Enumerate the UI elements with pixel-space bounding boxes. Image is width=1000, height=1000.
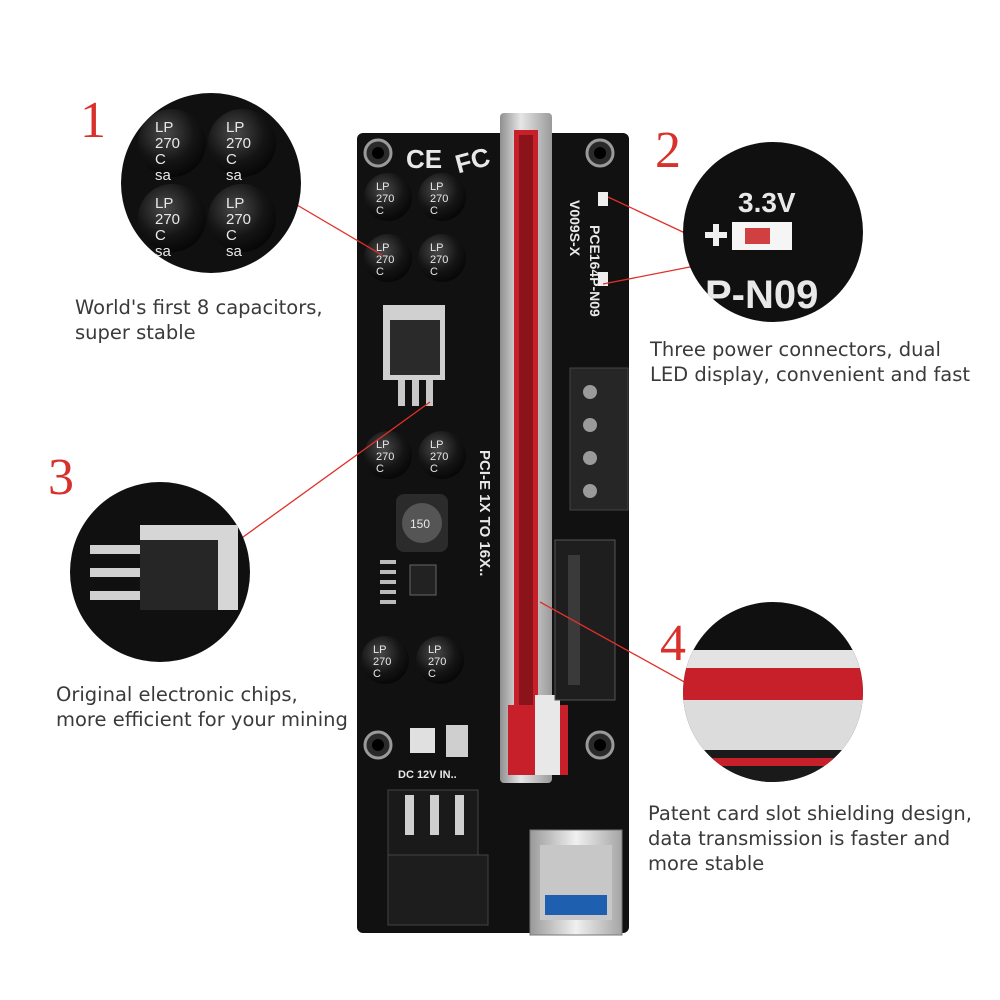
caption-power-led: Three power connectors, dual LED display… bbox=[650, 338, 971, 386]
svg-text:C: C bbox=[376, 205, 384, 217]
svg-text:LP: LP bbox=[430, 439, 443, 451]
caption-chips: Original electronic chips, more efficien… bbox=[56, 683, 348, 731]
svg-text:270: 270 bbox=[430, 254, 448, 266]
svg-text:LP: LP bbox=[376, 242, 389, 254]
svg-text:LP: LP bbox=[155, 195, 173, 212]
svg-text:270: 270 bbox=[430, 451, 448, 463]
svg-text:sa: sa bbox=[226, 167, 243, 184]
board-version: V009S-X bbox=[567, 200, 583, 257]
sata-connector bbox=[554, 539, 616, 701]
svg-text:C: C bbox=[430, 463, 438, 475]
svg-text:sa: sa bbox=[226, 243, 243, 260]
pcie-16x-slot bbox=[500, 113, 568, 783]
svg-text:270: 270 bbox=[155, 135, 180, 152]
svg-text:C: C bbox=[430, 266, 438, 278]
svg-text:270: 270 bbox=[428, 656, 446, 668]
svg-text:LP: LP bbox=[376, 439, 389, 451]
svg-text:LP: LP bbox=[428, 644, 441, 656]
svg-text:270: 270 bbox=[226, 211, 251, 228]
voltage-regulator-chip bbox=[383, 305, 445, 406]
svg-text:LP: LP bbox=[430, 181, 443, 193]
svg-text:270: 270 bbox=[226, 135, 251, 152]
caption-capacitors: World's first 8 capacitors, super stable bbox=[75, 296, 323, 344]
callout-number-2: 2 bbox=[655, 122, 681, 179]
svg-text:C: C bbox=[155, 151, 166, 168]
svg-text:C: C bbox=[155, 227, 166, 244]
zoom-circle-chip bbox=[70, 482, 250, 662]
callout-number-4: 4 bbox=[660, 615, 686, 672]
svg-text:C: C bbox=[428, 668, 436, 680]
svg-text:270: 270 bbox=[373, 656, 391, 668]
svg-text:270: 270 bbox=[376, 451, 394, 463]
svg-text:LP: LP bbox=[373, 644, 386, 656]
svg-text:C: C bbox=[373, 668, 381, 680]
usb-port bbox=[529, 829, 623, 936]
svg-text:C: C bbox=[376, 266, 384, 278]
svg-text:C: C bbox=[376, 463, 384, 475]
svg-text:270: 270 bbox=[376, 254, 394, 266]
callout-number-1: 1 bbox=[80, 92, 106, 149]
mounting-holes bbox=[363, 138, 615, 760]
inductor: 150 bbox=[396, 494, 448, 552]
zoom-circle-led: 3.3V P-N09 bbox=[683, 142, 863, 322]
svg-text:LP: LP bbox=[226, 195, 244, 212]
callout-number-3: 3 bbox=[48, 449, 74, 506]
svg-text:CE: CE bbox=[406, 144, 442, 174]
svg-text:LP: LP bbox=[155, 119, 173, 136]
zoom-circle-slot bbox=[683, 602, 863, 782]
svg-text:270: 270 bbox=[155, 211, 180, 228]
svg-text:LP: LP bbox=[376, 181, 389, 193]
board-model: PCE164P-N09 bbox=[587, 225, 603, 317]
svg-text:sa: sa bbox=[155, 167, 172, 184]
svg-text:LP: LP bbox=[226, 119, 244, 136]
svg-text:270: 270 bbox=[376, 193, 394, 205]
svg-text:LP: LP bbox=[430, 242, 443, 254]
molex-4pin-connector bbox=[569, 367, 629, 511]
svg-text:C: C bbox=[226, 227, 237, 244]
zoom-model-label: P-N09 bbox=[705, 273, 818, 317]
power-label: DC 12V IN.. bbox=[398, 769, 457, 781]
svg-text:270: 270 bbox=[430, 193, 448, 205]
svg-text:C: C bbox=[226, 151, 237, 168]
inductor-code: 150 bbox=[410, 517, 430, 531]
slot-label: PCI-E 1X TO 16X.. bbox=[476, 450, 493, 576]
zoom-voltage-label: 3.3V bbox=[738, 187, 796, 218]
caption-slot-shielding: Patent card slot shielding design, data … bbox=[648, 802, 972, 875]
svg-text:sa: sa bbox=[155, 243, 172, 260]
svg-text:C: C bbox=[430, 205, 438, 217]
pcie-6pin-power-connector bbox=[387, 789, 489, 926]
